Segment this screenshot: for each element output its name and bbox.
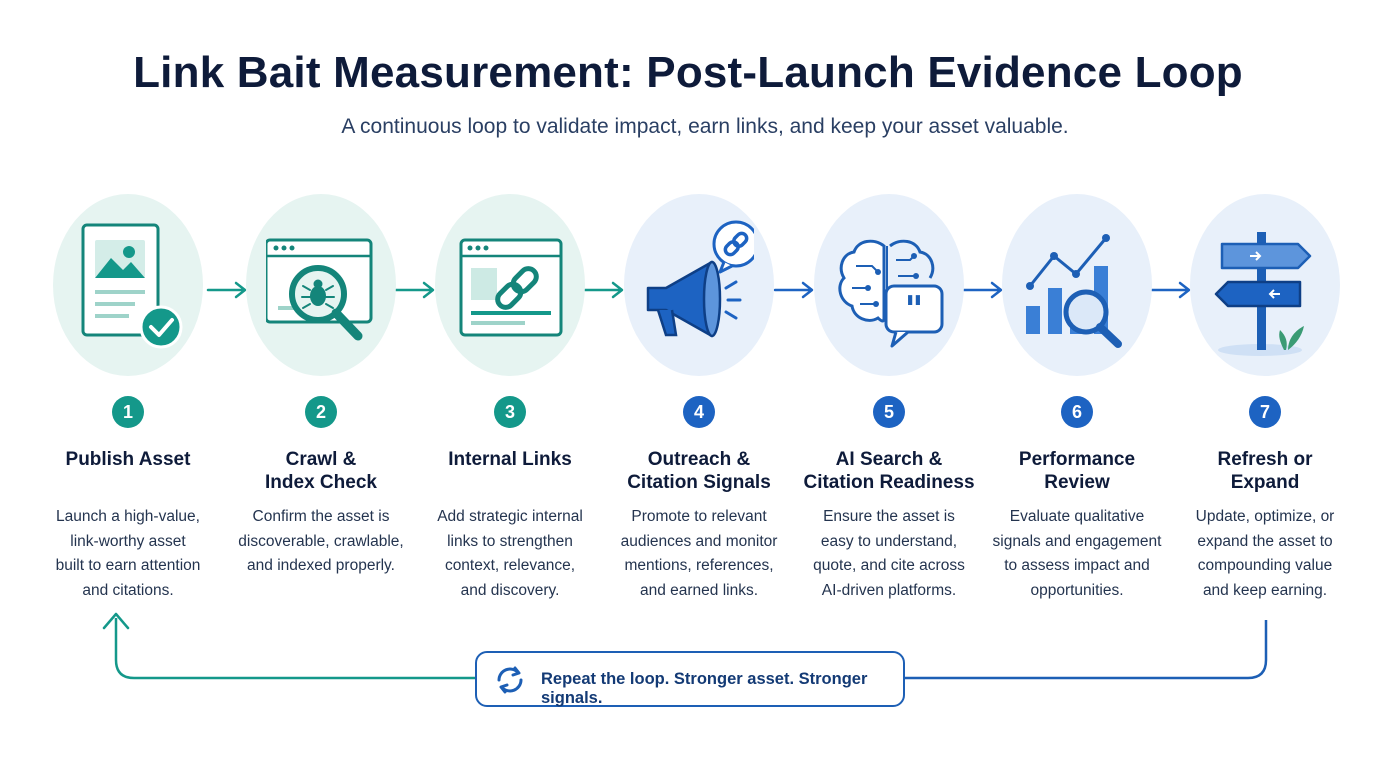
step-label: Outreach &Citation Signals: [627, 449, 771, 493]
step-crawl-index-check: 2 Crawl &Index Check Confirm the asset i…: [226, 0, 416, 774]
step-number: 1: [112, 396, 144, 428]
step-label: AI Search &Citation Readiness: [803, 449, 975, 493]
step-label: Publish Asset: [65, 449, 191, 470]
svg-text:": ": [905, 289, 924, 331]
step-label: Crawl &Index Check: [265, 449, 377, 493]
step-number: 2: [305, 396, 337, 428]
diagram-subtitle: A continuous loop to validate impact, ea…: [341, 115, 1069, 138]
step-label: Internal Links: [448, 449, 572, 470]
repeat-loop-callout: Repeat the loop. Stronger asset. Stronge…: [475, 651, 905, 707]
magnifier-bug-icon: [266, 238, 373, 341]
flow-arrow-4: [773, 281, 814, 299]
flow-arrow-3: [583, 281, 624, 299]
step-publish-asset: 1 Publish Asset Launch a high-value,link…: [33, 0, 223, 774]
step-number: 3: [494, 396, 526, 428]
step-number: 7: [1249, 396, 1281, 428]
step-number: 6: [1061, 396, 1093, 428]
refresh-icon: [497, 666, 523, 694]
flow-arrow-6: [1150, 281, 1191, 299]
brain-quote-icon: ": [838, 239, 944, 348]
document-check-icon: [81, 223, 183, 349]
step-number: 4: [683, 396, 715, 428]
step-number: 5: [873, 396, 905, 428]
signpost-icon: [1214, 232, 1312, 356]
diagram-title: Link Bait Measurement: Post-Launch Evide…: [133, 48, 1243, 97]
browser-link-icon: [459, 238, 563, 337]
repeat-loop-text: Repeat the loop. Stronger asset. Stronge…: [541, 670, 868, 707]
flow-arrow-5: [962, 281, 1003, 299]
flow-arrow-1: [206, 281, 247, 299]
chart-magnifier-icon: [1026, 234, 1122, 348]
step-outreach-citation-signals: 4 Outreach &Citation Signals Promote to …: [604, 0, 794, 774]
step-ai-search-citation-readiness: " 5 AI Search &Citation Readiness Ensure…: [794, 0, 984, 774]
flow-arrow-2: [394, 281, 435, 299]
megaphone-icon: [646, 220, 754, 338]
